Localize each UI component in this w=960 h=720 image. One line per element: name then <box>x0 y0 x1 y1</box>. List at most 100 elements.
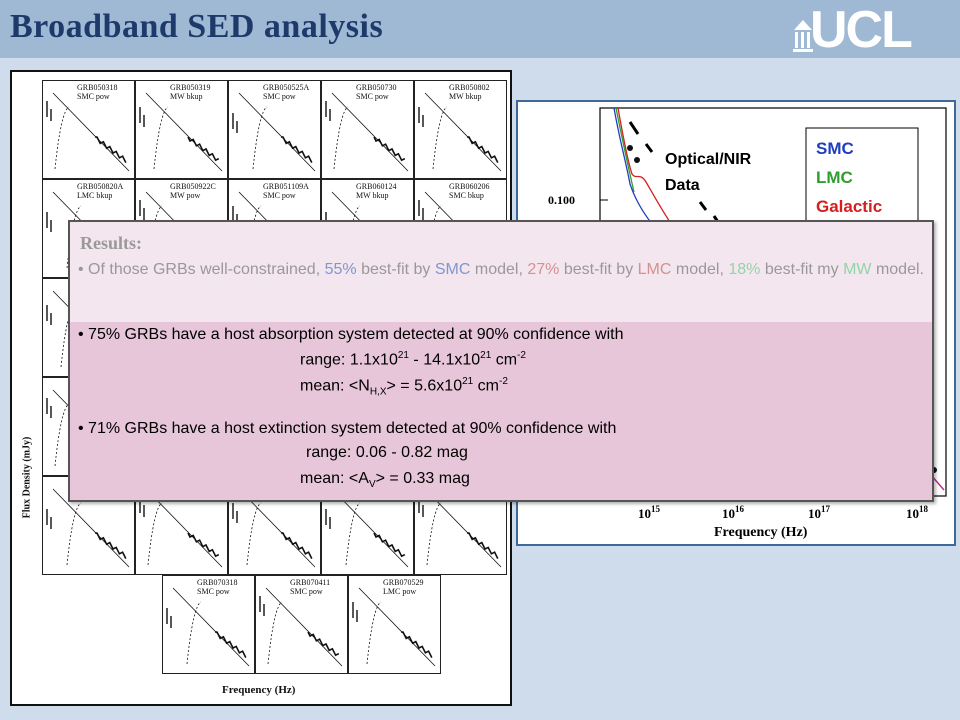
optical-data <box>232 503 238 523</box>
extinction-range: range: 0.06 - 0.82 mag <box>306 444 468 461</box>
xray-data <box>467 532 499 559</box>
x-tick-label: 1018 <box>906 504 929 521</box>
absorbed-model-line <box>366 601 382 665</box>
absorbed-model-line <box>147 502 163 566</box>
optical-data <box>232 113 238 133</box>
slide-title: Broadband SED analysis <box>10 8 384 45</box>
xray-data <box>373 136 406 162</box>
grid-y-axis-label: Flux Density (mJy) <box>21 436 33 519</box>
sed-panel-plot <box>166 587 250 667</box>
optical-data <box>418 107 424 127</box>
xray-data <box>95 532 127 559</box>
absorption-mean: mean: <NH,X> = 5.6x1021 cm-2 <box>300 376 508 398</box>
model-line <box>331 92 409 172</box>
xray-data <box>373 532 406 558</box>
absorbed-model-line <box>186 601 202 665</box>
legend-entry-lmc: LMC <box>816 168 853 187</box>
extinction-line: • 71% GRBs have a host extinction system… <box>78 420 617 437</box>
model-line <box>265 587 343 667</box>
model-line <box>145 92 223 172</box>
x-axis-label: Frequency (Hz) <box>714 525 808 540</box>
xray-data <box>95 136 127 163</box>
model-line <box>145 488 223 568</box>
legend-box <box>805 127 919 229</box>
optical-data <box>418 200 424 220</box>
grid-x-axis-label: Frequency (Hz) <box>222 684 296 696</box>
x-tick-labels: 1015 1016 1017 1018 <box>638 504 929 521</box>
ucl-logo: UCL <box>792 1 952 59</box>
model-line <box>331 488 409 568</box>
model-line <box>52 488 130 568</box>
optical-data <box>46 212 52 232</box>
absorbed-model-line <box>60 304 76 368</box>
data-point <box>634 157 640 163</box>
xray-data <box>401 631 433 658</box>
data-point <box>627 145 633 151</box>
model-line <box>52 92 130 172</box>
absorption-line: • 75% GRBs have a host absorption system… <box>78 326 624 343</box>
xray-data <box>215 631 247 658</box>
optical-data <box>46 509 52 529</box>
optical-data <box>139 107 145 127</box>
data-dash <box>628 121 640 135</box>
sed-panel-plot <box>46 92 130 172</box>
absorbed-model-line <box>54 106 70 170</box>
optical-data <box>166 608 172 628</box>
slide-header: Broadband SED analysis UCL <box>0 0 960 59</box>
sed-panel-plot <box>352 587 436 667</box>
xray-data <box>187 136 220 162</box>
xray-data <box>187 532 220 558</box>
data-dash <box>644 143 654 153</box>
sed-panel-plot <box>325 92 409 172</box>
ucl-portico-icon <box>793 20 813 52</box>
x-tick-label: 1017 <box>808 504 831 521</box>
absorbed-model-line <box>426 502 442 566</box>
y-tick-label: 0.100 <box>548 193 575 207</box>
sed-chart-svg: 0.100 Optical/NIR Data SMC LMC Galactic … <box>548 107 947 540</box>
xray-data <box>281 532 313 559</box>
sed-panel-plot <box>46 488 130 568</box>
optical-data <box>139 200 145 220</box>
sed-panel-plot <box>232 488 316 568</box>
model-line <box>424 92 502 172</box>
model-line <box>238 92 316 172</box>
results-heading: Results: <box>80 233 142 253</box>
data-dash <box>698 201 708 211</box>
optical-data <box>325 509 331 529</box>
xray-data <box>467 136 499 163</box>
x-tick-label: 1016 <box>722 504 745 521</box>
model-line <box>238 488 316 568</box>
sed-panel-plot <box>259 587 343 667</box>
absorption-range: range: 1.1x1021 - 14.1x1021 cm-2 <box>300 350 526 369</box>
absorbed-model-line <box>267 601 283 665</box>
absorbed-model-line <box>333 106 349 170</box>
sed-panel-plot <box>325 488 409 568</box>
annotation-label-2: Data <box>665 177 700 194</box>
sed-panel-plot <box>232 92 316 172</box>
optical-data <box>46 101 52 121</box>
absorbed-model-line <box>345 502 361 566</box>
legend-entry-smc: SMC <box>816 139 854 158</box>
absorbed-model-line <box>432 106 448 170</box>
model-line <box>172 587 250 667</box>
model-line <box>424 488 502 568</box>
results-box: Results: • Of those GRBs well-constraine… <box>68 220 934 502</box>
optical-data <box>259 596 265 616</box>
optical-data <box>46 398 52 418</box>
optical-data <box>352 602 358 622</box>
